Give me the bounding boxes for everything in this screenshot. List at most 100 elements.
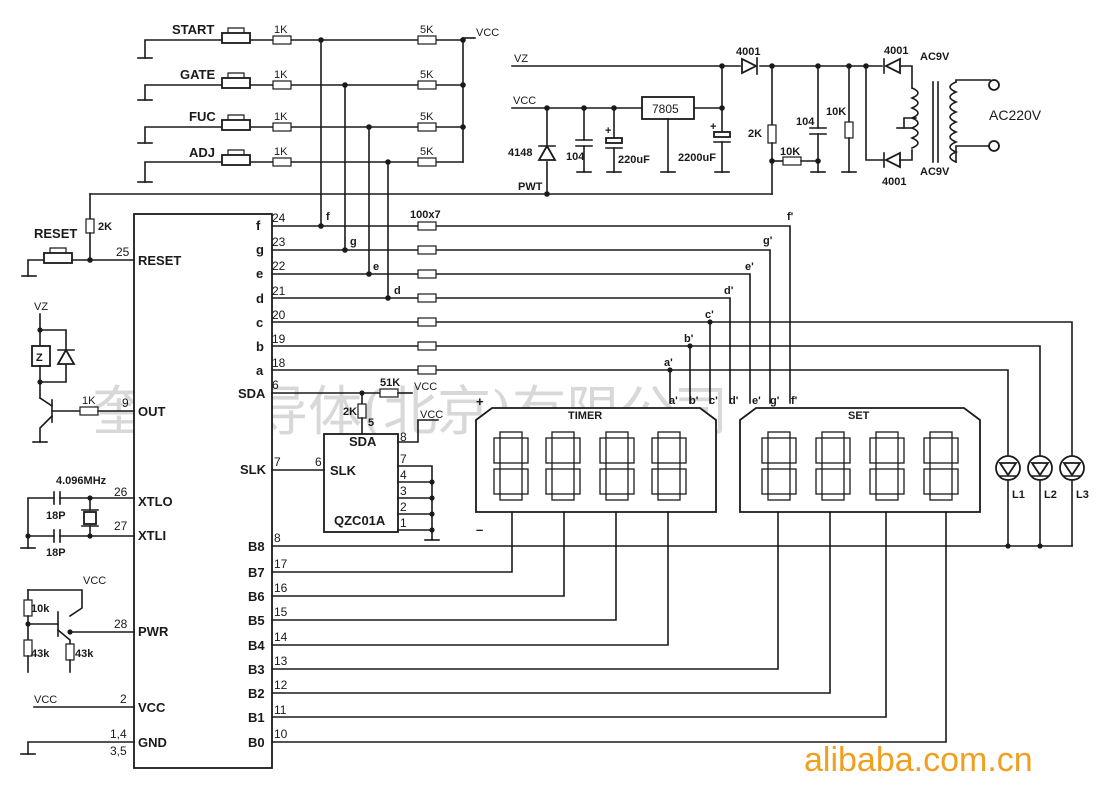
label-4001: 4001 xyxy=(882,176,906,188)
l2-label: L2 xyxy=(1044,489,1057,501)
label-104: 104 xyxy=(566,151,585,163)
mcu-body xyxy=(133,213,273,769)
label-220uf: 220uF xyxy=(618,154,650,166)
pin-b7: B7 xyxy=(248,565,265,580)
pin-num: 24 xyxy=(272,211,286,225)
label-7805: 7805 xyxy=(652,102,679,116)
switch-bank: VCC START 1K 5K GATE 1K 5K FUC 1K 5K xyxy=(137,22,499,299)
label-4001: 4001 xyxy=(884,45,908,57)
eeprom-chip: 51K VCC 2K 5 SDA SLK QZC01A 6 VCC 8 7 4 … xyxy=(271,377,443,541)
label-vz: VZ xyxy=(34,301,48,313)
pin-num: 20 xyxy=(272,308,286,322)
pin-a: a xyxy=(256,363,264,378)
prime-a: a' xyxy=(664,357,673,369)
pin-num: 6 xyxy=(272,378,279,392)
pin-b6: B6 xyxy=(248,589,265,604)
resistor-5k-start xyxy=(417,35,437,45)
resistor-1k-out xyxy=(79,406,99,416)
l1-label: L1 xyxy=(1012,489,1025,501)
label-1k: 1K xyxy=(82,395,96,407)
resistor-1k-start xyxy=(272,35,292,45)
label-2200uf: 2200uF xyxy=(678,152,716,164)
prime-e-bottom: e' xyxy=(752,395,761,407)
prime-a-bottom: a' xyxy=(669,395,678,407)
label-vcc: VCC xyxy=(420,409,443,421)
label-5k: 5K xyxy=(420,24,434,36)
set-label: SET xyxy=(848,410,870,422)
led-l1: L1 xyxy=(995,455,1025,547)
pin-num: 16 xyxy=(274,581,288,595)
pin-pwr: PWR xyxy=(138,624,169,639)
label-2k: 2K xyxy=(98,221,112,233)
pin-num: 14 xyxy=(274,630,288,644)
pin-num: 2 xyxy=(120,692,127,706)
label-4148: 4148 xyxy=(508,147,532,159)
pin-num: 13 xyxy=(274,654,288,668)
label-ac9v: AC9V xyxy=(920,51,950,63)
resistor-2k-reset xyxy=(85,218,95,234)
label-10k: 10K xyxy=(826,106,846,118)
crystal xyxy=(83,511,97,525)
power-supply: VZ 4001 VCC 7805 4148 104 + 220uF + 2200… xyxy=(89,45,1042,197)
pwr-circuit: VCC 10k 43k 43k xyxy=(23,575,135,673)
prime-d: d' xyxy=(724,285,734,297)
pin-g: g xyxy=(256,242,264,257)
chip2-slk: SLK xyxy=(330,463,357,478)
label-5k: 5K xyxy=(420,111,434,123)
pin-vcc: VCC xyxy=(138,700,166,715)
vz-label-top: VZ xyxy=(514,53,528,65)
resistor-2k-ps xyxy=(767,124,777,144)
resistor-5k-gate xyxy=(417,80,437,90)
pin-num: 28 xyxy=(114,617,128,631)
indicator-leds: L1 L2 L3 xyxy=(995,455,1089,549)
label-5k: 5K xyxy=(420,69,434,81)
fuc-switch xyxy=(221,119,251,131)
resistor-1k-gate xyxy=(272,80,292,90)
pin-sda: SDA xyxy=(238,386,266,401)
prime-f-bottom: f' xyxy=(791,395,798,407)
label-10k: 10K xyxy=(780,146,800,158)
pin-num: 3,5 xyxy=(110,744,127,758)
ac220v-label: AC220V xyxy=(989,107,1042,123)
label-10k-lower: 10k xyxy=(31,603,50,615)
chip2-sda: SDA xyxy=(349,434,377,449)
label-100x7: 100x7 xyxy=(410,209,441,221)
pin-num: 1,4 xyxy=(110,727,127,741)
prime-f: f' xyxy=(787,211,794,223)
pin-num: 27 xyxy=(114,519,128,533)
seven-segment-digit xyxy=(493,431,529,501)
pin-num: 10 xyxy=(274,727,288,741)
pin-num: 17 xyxy=(274,557,288,571)
label-18p: 18P xyxy=(46,547,66,559)
chip2-pin7: 7 xyxy=(400,452,407,466)
pin-xtli: XTLI xyxy=(138,528,166,543)
pin-b: b xyxy=(256,339,264,354)
chip2-pin6: 6 xyxy=(315,455,322,469)
pin-gnd: GND xyxy=(138,735,167,750)
pin-num: 15 xyxy=(274,605,288,619)
pin-f: f xyxy=(256,218,261,233)
pin-num: 23 xyxy=(272,235,286,249)
label-43k: 43k xyxy=(75,648,94,660)
segment-bus: 100x7 f g e d f' g' e' d' c' b' a' a' b'… xyxy=(271,209,1073,461)
seven-segment-digit xyxy=(923,431,959,501)
seven-segment-digit xyxy=(815,431,851,501)
svg-text:+: + xyxy=(605,125,611,137)
pin-num: 7 xyxy=(274,455,281,469)
reset-switch-label: RESET xyxy=(34,226,77,241)
pin-out: OUT xyxy=(138,404,166,419)
resistor-10k-ps xyxy=(782,156,802,166)
start-switch xyxy=(221,32,251,44)
chip2-pin3: 3 xyxy=(400,484,407,498)
prime-e: e' xyxy=(745,261,754,273)
diode-4001-top xyxy=(883,57,901,75)
prime-c: c' xyxy=(705,309,714,321)
node-e: e xyxy=(373,261,379,273)
pin-reset: RESET xyxy=(138,253,181,268)
label-2k: 2K xyxy=(343,406,357,418)
label-1k: 1K xyxy=(274,24,288,36)
pin-c: c xyxy=(256,315,263,330)
